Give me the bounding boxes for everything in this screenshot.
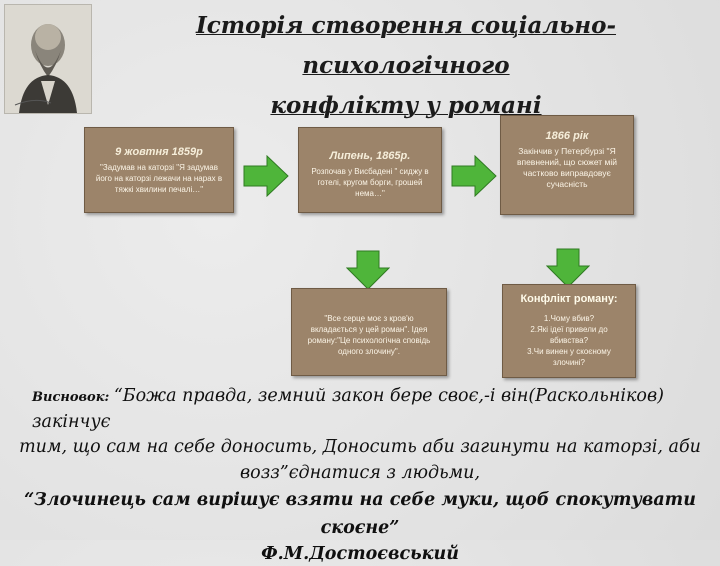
- box-1859: 9 жовтня 1859р "Задумав на каторзі "Я за…: [84, 127, 234, 213]
- title-line-1: Історія створення соціально-психологічно…: [195, 12, 617, 79]
- quote-author: Ф.М.Достоєвський: [261, 544, 459, 564]
- arrow-down-icon: [346, 250, 390, 290]
- portrait-image: [5, 5, 91, 113]
- box-1865: Липень, 1865р. Розпочав у Висбадені " си…: [298, 127, 442, 213]
- conclusion: Висновок: “Божа правда, земний закон бер…: [0, 384, 720, 566]
- conclusion-line-2: тим, що сам на себе доносить, Доносить а…: [19, 437, 701, 457]
- conclusion-line-3: возз”єднатися з людьми,: [239, 463, 481, 483]
- conclusion-label: Висновок:: [32, 390, 114, 405]
- arrow-right-icon: [451, 155, 497, 197]
- box-idea: "Все серце моє з кров'ю вкладається у це…: [291, 288, 447, 376]
- conclusion-line-1: Висновок: “Божа правда, земний закон бер…: [32, 386, 664, 432]
- box-1859-text: "Задумав на каторзі "Я задумав його на к…: [95, 163, 223, 194]
- box-1859-heading: 9 жовтня 1859р: [115, 146, 203, 158]
- box-conflict: Конфлікт роману: 1.Чому вбив? 2.Які ідеї…: [502, 284, 636, 378]
- box-1866-text: Закінчив у Петербурзі "Я впевнений, що с…: [516, 146, 618, 189]
- box-1866: 1866 рік Закінчив у Петербурзі "Я впевне…: [500, 115, 634, 215]
- box-idea-text: "Все серце моє з кров'ю вкладається у це…: [307, 314, 431, 356]
- arrow-right-icon: [243, 155, 289, 197]
- conflict-item: 3.Чи винен у скоєному злочині?: [527, 347, 611, 367]
- box-1866-heading: 1866 рік: [545, 130, 589, 142]
- conflict-item: 1.Чому вбив?: [543, 314, 595, 323]
- conclusion-quote: “Злочинець сам вирішує взяти на себе мук…: [24, 490, 696, 538]
- box-conflict-heading: Конфлікт роману:: [520, 293, 618, 305]
- box-1865-text: Розпочав у Висбадені " сиджу в готелі, к…: [311, 167, 429, 198]
- conflict-item: 2.Які ідеї привели до вбивства?: [530, 325, 608, 345]
- author-portrait: [4, 4, 92, 114]
- title-line-2: конфлікту у романі: [270, 92, 542, 119]
- page-title: Історія створення соціально-психологічно…: [96, 6, 716, 126]
- arrow-down-icon: [546, 248, 590, 288]
- box-1865-heading: Липень, 1865р.: [329, 150, 411, 162]
